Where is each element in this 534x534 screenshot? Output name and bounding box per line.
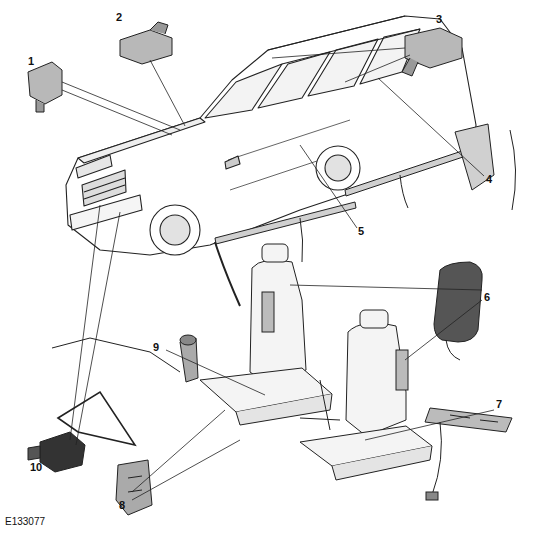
- callout-number: 1: [28, 56, 34, 67]
- callout-number: 3: [436, 14, 442, 25]
- crash-sensors: [28, 22, 462, 472]
- occupant-sensor: [425, 408, 512, 500]
- callout-number: 8: [119, 500, 125, 511]
- vehicle: [66, 16, 476, 255]
- seatbelt-pretensioner: [52, 335, 198, 382]
- callout-number: 7: [496, 399, 502, 410]
- seat-airbag-module: [434, 262, 482, 360]
- seats: [200, 244, 432, 480]
- callout-number: 2: [116, 12, 122, 23]
- callout-number: 5: [358, 226, 364, 237]
- figure-code: E133077: [5, 517, 45, 527]
- leader-lines: [62, 48, 494, 500]
- callout-number: 6: [484, 292, 490, 303]
- callout-number: 9: [153, 342, 159, 353]
- callout-number: 4: [486, 174, 492, 185]
- callout-number: 10: [30, 462, 42, 473]
